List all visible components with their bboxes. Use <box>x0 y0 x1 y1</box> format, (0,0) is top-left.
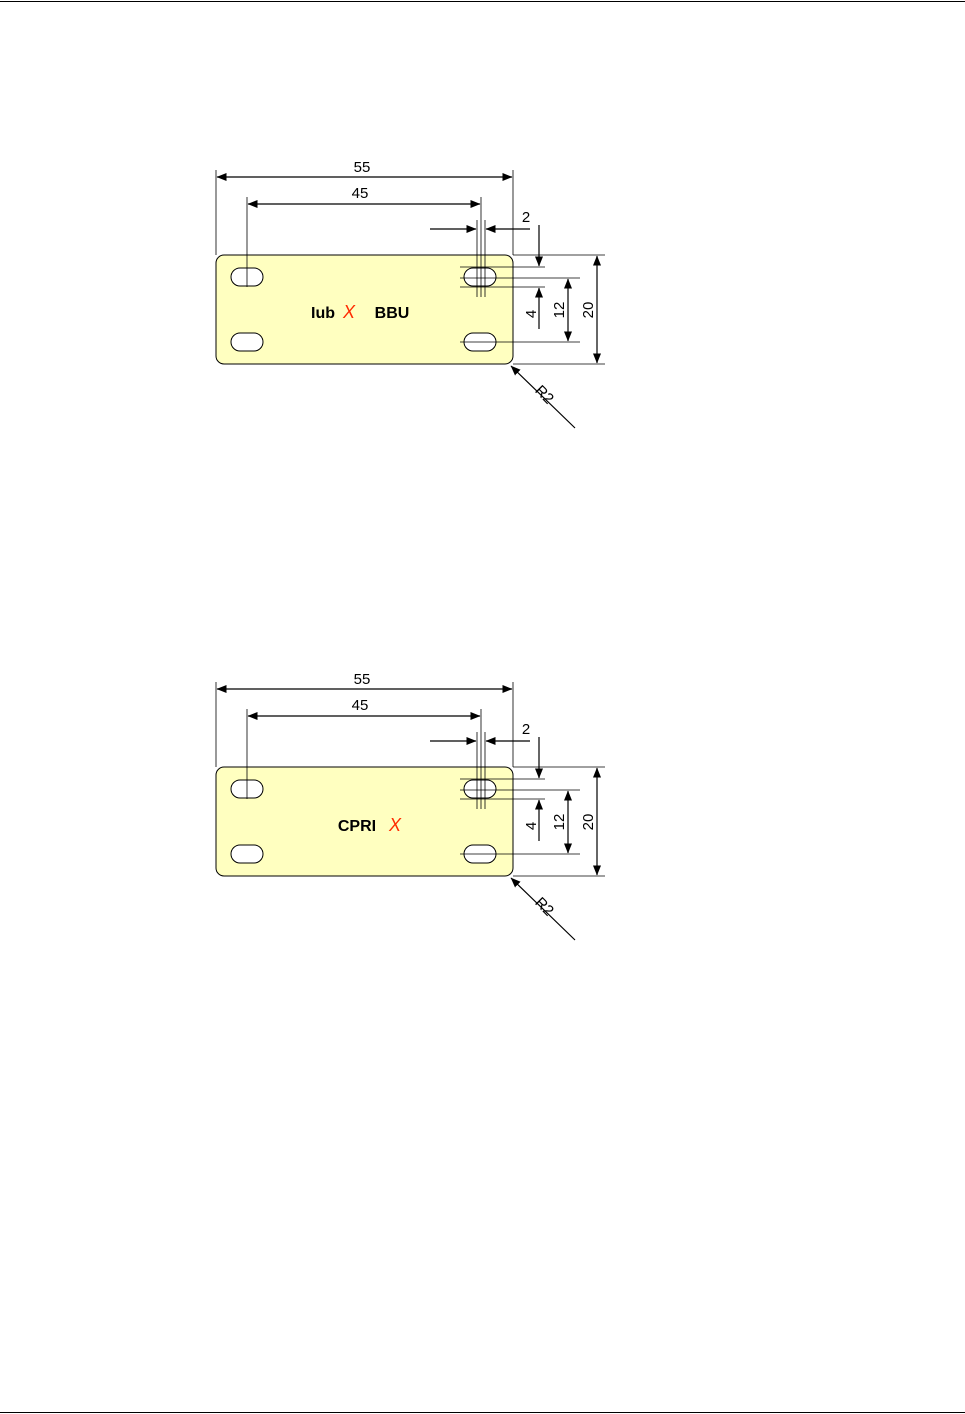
dim-overall-height: 20 <box>580 814 597 831</box>
dim-slot-width: 2 <box>522 721 530 738</box>
dim-slot-height: 4 <box>523 310 540 318</box>
dim-hole-spacing: 45 <box>352 697 369 714</box>
drawing-2: 55 45 2 4 12 20 R2 CPRI X <box>216 671 605 940</box>
dim-hole-spacing: 45 <box>352 185 369 202</box>
dim-corner-radius: R2 <box>531 382 557 408</box>
dim-hole-pitch: 12 <box>551 814 568 831</box>
label-marker-x: X <box>342 302 356 322</box>
dim-slot-height: 4 <box>523 822 540 830</box>
dim-hole-pitch: 12 <box>551 302 568 319</box>
dim-overall-height: 20 <box>580 302 597 319</box>
label-text-iub: Iub <box>311 305 335 322</box>
dim-overall-width: 55 <box>354 159 371 176</box>
slot-hole <box>464 780 496 798</box>
slot-hole <box>464 268 496 286</box>
label-text-cpri: CPRI <box>338 818 376 835</box>
slot-hole <box>231 333 263 351</box>
dim-corner-radius: R2 <box>531 894 557 920</box>
drawing-1: 55 45 2 4 12 20 R2 Iub X BBU <box>216 159 605 428</box>
dim-slot-width: 2 <box>522 209 530 226</box>
label-text-bbu: BBU <box>375 305 410 322</box>
dim-overall-width: 55 <box>354 671 371 688</box>
slot-hole <box>231 845 263 863</box>
label-marker-x: X <box>388 815 402 835</box>
